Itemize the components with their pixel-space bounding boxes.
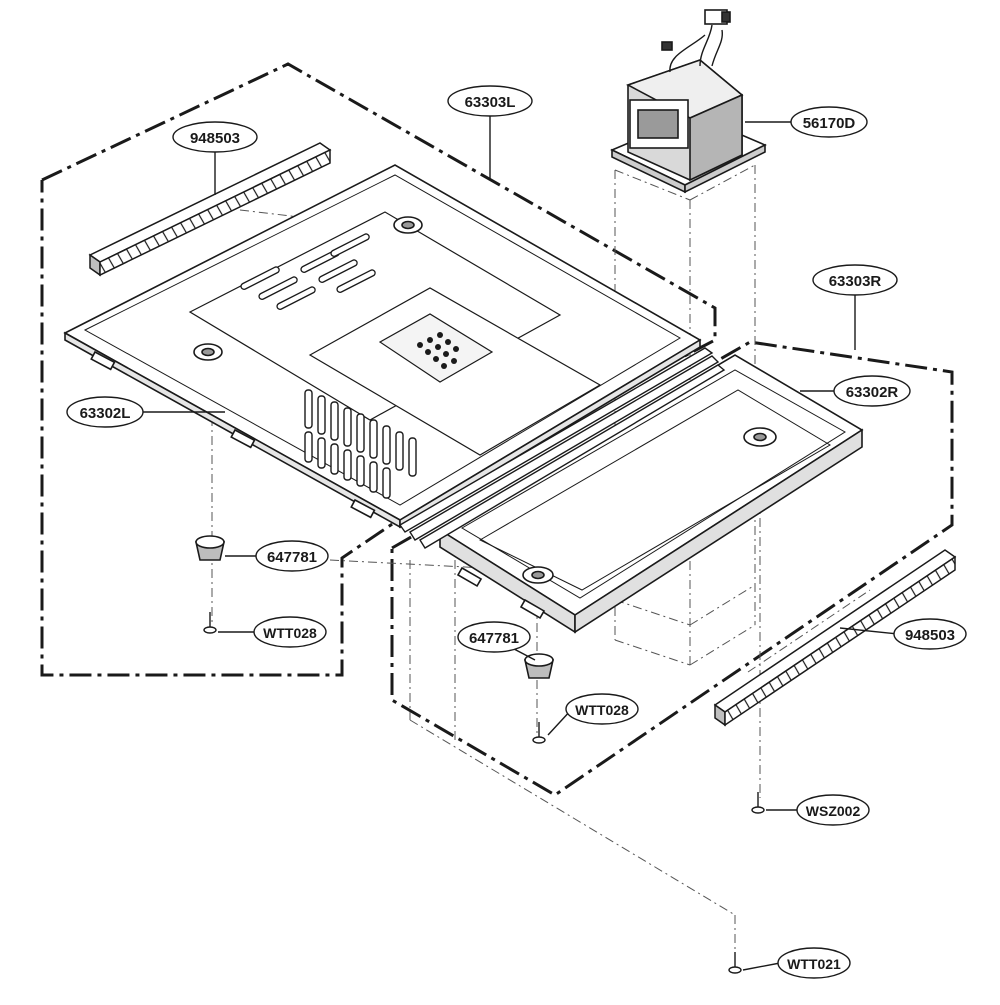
transformer	[610, 9, 767, 194]
callout-WTT028-right: WTT028	[565, 693, 639, 725]
callout-63302L: 63302L	[66, 396, 144, 428]
callout-label: WTT028	[575, 702, 629, 718]
foot-left	[195, 535, 225, 561]
callout-label: 647781	[469, 630, 519, 647]
callout-label: 948503	[190, 130, 240, 147]
callout-948503-left: 948503	[172, 121, 258, 153]
plate-rails	[398, 347, 726, 549]
foot-right	[524, 653, 554, 679]
callout-label: 63302R	[846, 384, 899, 401]
callout-label: 56170D	[803, 115, 856, 132]
callout-948503-right: 948503	[893, 618, 967, 650]
callout-label: 647781	[267, 549, 317, 566]
callout-647781-right: 647781	[457, 621, 531, 653]
assembly-outline-right	[390, 340, 954, 797]
foam-strip-left	[88, 142, 332, 277]
callout-56170D: 56170D	[790, 106, 868, 138]
callout-label: WSZ002	[806, 803, 861, 819]
callout-WSZ002: WSZ002	[796, 794, 870, 826]
callout-WTT021: WTT021	[777, 947, 851, 979]
callout-label: WTT021	[787, 956, 841, 972]
foam-strip-right	[713, 549, 957, 727]
callout-label: WTT028	[263, 625, 317, 641]
callout-label: 63302L	[80, 405, 131, 422]
bottom-plate-right	[438, 354, 864, 634]
callout-WTT028-left: WTT028	[253, 616, 327, 648]
callout-63303R: 63303R	[812, 264, 898, 296]
callout-label: 63303L	[465, 94, 516, 111]
screw-icons	[203, 612, 765, 974]
callout-label: 63303R	[829, 273, 882, 290]
assembly-outline-left	[40, 62, 717, 677]
bottom-plate-left	[63, 164, 702, 529]
callout-63302R: 63302R	[833, 375, 911, 407]
callout-647781-left: 647781	[255, 540, 329, 572]
callout-63303L: 63303L	[447, 85, 533, 117]
callout-label: 948503	[905, 627, 955, 644]
